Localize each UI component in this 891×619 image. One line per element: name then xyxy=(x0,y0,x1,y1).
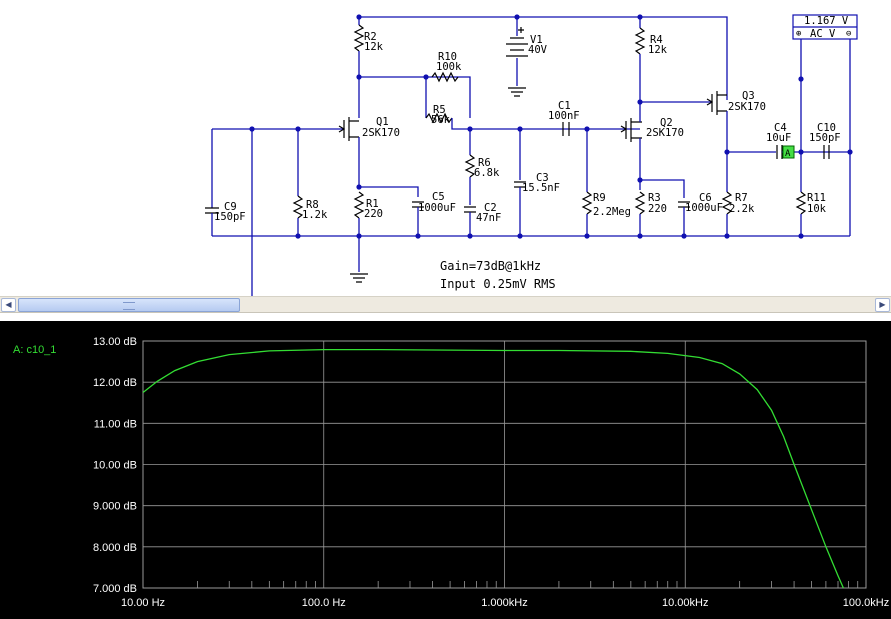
q1-value: 2SK170 xyxy=(362,127,400,139)
q3-ref: Q3 xyxy=(742,90,755,102)
r3-value: 220 xyxy=(648,203,667,215)
r8-value: 1.2k xyxy=(302,209,328,221)
v1-ref: V1 xyxy=(530,34,543,46)
r6-ref: R6 xyxy=(478,157,491,169)
y-tick-label: 8.000 dB xyxy=(93,542,137,554)
c5-value: 1000uF xyxy=(418,202,456,214)
scroll-left-button[interactable]: ◀ xyxy=(1,298,16,312)
c2-value: 47nF xyxy=(476,212,501,224)
c4-value: 10uF xyxy=(766,132,791,144)
r6-value: 6.8k xyxy=(474,167,500,179)
x-tick-label: 100.0 Hz xyxy=(302,597,346,609)
q1-ref: Q1 xyxy=(376,116,389,128)
r4-ref: R4 xyxy=(650,34,663,46)
v1-value: 40V xyxy=(528,44,548,56)
scroll-right-button[interactable]: ▶ xyxy=(875,298,890,312)
c3-value: 15.5nF xyxy=(522,182,560,194)
r8-ref: R8 xyxy=(306,199,319,211)
c1-ref: C1 xyxy=(558,100,571,112)
r2-ref: R2 xyxy=(364,31,377,43)
bode-plot-panel[interactable]: 7.000 dB 8.000 dB 9.000 dB 10.00 dB 11.00 dB… xyxy=(0,321,891,619)
schematic-drawing: R2 12k R10 100k R5 56k V1 40V Q1 2SK170 … xyxy=(205,14,858,296)
y-tick-label: 9.000 dB xyxy=(93,501,137,513)
y-tick-label: 11.00 dB xyxy=(94,418,137,430)
r4-value: 12k xyxy=(648,44,668,56)
x-tick-label: 100.0kHz xyxy=(843,597,889,609)
q2-ref: Q2 xyxy=(660,117,673,129)
c2-ref: C2 xyxy=(484,202,497,214)
r9-ref: R9 xyxy=(593,192,606,204)
input-note: Input 0.25mV RMS xyxy=(440,277,556,291)
r11-ref: R11 xyxy=(807,192,826,204)
c3-ref: C3 xyxy=(536,172,549,184)
r5-ref: R5 xyxy=(433,104,446,116)
x-tick-label: 10.00 Hz xyxy=(121,597,165,609)
series-legend-label: A: c10_1 xyxy=(13,344,56,356)
q2-value: 2SK170 xyxy=(646,127,684,139)
r3-ref: R3 xyxy=(648,192,661,204)
y-tick-label: 7.000 dB xyxy=(93,583,137,595)
meter-reading: 1.167 V xyxy=(804,15,849,27)
r5-value: 56k xyxy=(431,114,451,126)
meter-plus-terminal: ⊕ xyxy=(796,29,801,39)
gain-note: Gain=73dB@1kHz xyxy=(440,259,541,273)
x-tick-label: 1.000kHz xyxy=(481,597,527,609)
c10-ref: C10 xyxy=(817,122,836,134)
r11-value: 10k xyxy=(807,203,827,215)
bode-plot: 7.000 dB 8.000 dB 9.000 dB 10.00 dB 11.00 dB… xyxy=(13,336,889,609)
series-line-c10-1 xyxy=(142,348,844,589)
c6-value: 1000uF xyxy=(685,202,723,214)
probe-a-label[interactable]: A xyxy=(785,149,791,159)
q3-value: 2SK170 xyxy=(728,101,766,113)
c4-ref: C4 xyxy=(774,122,787,134)
r9-value: 2.2Meg xyxy=(593,206,631,218)
c1-value: 100nF xyxy=(548,110,580,122)
y-tick-label: 13.00 dB xyxy=(93,336,137,348)
meter-minus-terminal: ⊖ xyxy=(846,29,851,39)
r10-ref: R10 xyxy=(438,51,457,63)
c10-value: 150pF xyxy=(809,132,841,144)
r1-ref: R1 xyxy=(366,198,379,210)
c5-ref: C5 xyxy=(432,191,445,203)
schematic-canvas[interactable]: R2 12k R10 100k R5 56k V1 40V Q1 2SK170 … xyxy=(0,0,891,296)
x-tick-label: 10.00kHz xyxy=(662,597,708,609)
scroll-thumb[interactable] xyxy=(18,298,240,312)
r10-value: 100k xyxy=(436,61,462,73)
r1-value: 220 xyxy=(364,208,383,220)
meter-mode: AC V xyxy=(810,28,836,40)
c9-value: 150pF xyxy=(214,211,246,223)
horizontal-scrollbar[interactable]: ◀ ▶ xyxy=(0,296,891,313)
c6-ref: C6 xyxy=(699,192,712,204)
c9-ref: C9 xyxy=(224,201,237,213)
r7-ref: R7 xyxy=(735,192,748,204)
y-tick-label: 10.00 dB xyxy=(93,460,137,472)
r7-value: 2.2k xyxy=(729,203,755,215)
r2-value: 12k xyxy=(364,41,384,53)
y-tick-label: 12.00 dB xyxy=(93,377,137,389)
pane-divider xyxy=(0,313,891,321)
